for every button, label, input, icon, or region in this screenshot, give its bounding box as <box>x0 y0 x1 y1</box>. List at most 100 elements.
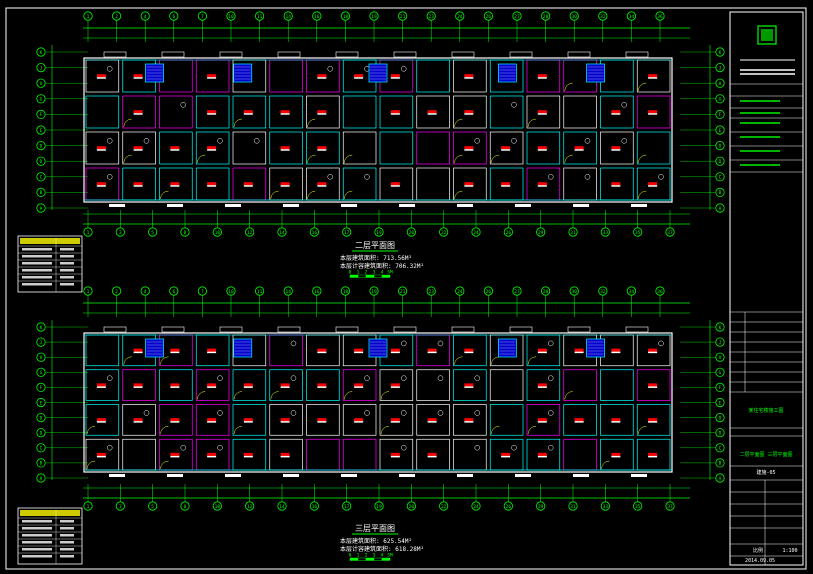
axis-label-row: C <box>719 446 722 452</box>
axis-bubble-bottom <box>374 227 384 237</box>
axis-bubble-row <box>36 397 46 408</box>
axis-label-row: H <box>719 355 722 361</box>
axis-label-top: 19 <box>371 289 377 295</box>
room-tag <box>96 418 106 422</box>
room-tag <box>648 348 658 352</box>
room <box>85 369 120 401</box>
legend-table-top <box>17 235 83 293</box>
room-tag <box>537 418 547 422</box>
room-tag <box>133 418 143 422</box>
axis-bubble-row <box>715 62 725 73</box>
axis-bubble-top <box>598 11 608 21</box>
room <box>306 438 340 471</box>
axis-bubble-top <box>312 11 322 21</box>
room <box>122 369 156 401</box>
room <box>563 95 597 129</box>
axis-label-top: 23 <box>428 289 434 295</box>
title-block-date: 2014.09.05 <box>745 558 775 564</box>
scale-label: 4 <box>381 553 384 559</box>
room-tag <box>96 383 106 387</box>
room <box>269 131 303 165</box>
axis-label-top: 24 <box>457 14 463 20</box>
axis-bubble-bottom <box>471 501 481 511</box>
room <box>269 334 303 367</box>
door-swing <box>527 118 537 128</box>
axis-label-top: 18 <box>343 289 349 295</box>
window-sill <box>457 474 473 477</box>
axis-bubble-bottom <box>568 227 578 237</box>
room-tag <box>96 182 106 186</box>
axis-label-row: K <box>40 50 43 56</box>
window-sill <box>573 204 589 207</box>
room-tag <box>317 110 327 114</box>
fixture <box>180 444 186 451</box>
axis-bubble-bottom <box>212 501 222 511</box>
room <box>636 369 671 401</box>
scale-segment <box>381 557 391 561</box>
fixture <box>547 174 554 180</box>
fixture <box>290 340 297 347</box>
fixture <box>106 375 113 381</box>
room <box>269 369 303 401</box>
building-outline <box>83 57 673 203</box>
fixture <box>253 138 260 144</box>
room <box>379 404 414 436</box>
room <box>342 167 377 201</box>
axis-label-top: 28 <box>543 14 549 20</box>
axis-label-row: F <box>719 385 722 391</box>
room-tag <box>464 182 474 186</box>
room <box>195 404 230 436</box>
door-swing <box>344 190 353 200</box>
window-sill <box>631 204 647 207</box>
plan-bottom-area-1: 本层建筑面积: 625.54M² <box>340 537 412 545</box>
fixture <box>400 340 407 347</box>
axis-bubble-row <box>36 367 46 377</box>
axis-bubble-bottom <box>148 227 158 237</box>
axis-bubble-bottom <box>374 501 384 511</box>
room-tag <box>574 418 584 422</box>
axis-label-bottom: 35 <box>635 230 641 236</box>
axis-label-row: A <box>40 476 43 482</box>
fixture <box>400 410 407 416</box>
axis-bubble-top <box>255 11 265 21</box>
axis-bubble-bottom <box>471 227 481 237</box>
room-tag <box>464 110 474 114</box>
axis-label-bottom: 17 <box>344 230 350 236</box>
axis-bubble-row <box>36 382 46 392</box>
axis-label-row: J <box>719 65 722 71</box>
window-sill <box>109 474 125 477</box>
balcony <box>161 326 185 333</box>
room-tag <box>648 452 658 456</box>
room <box>85 334 120 367</box>
axis-bubble-top <box>226 286 236 296</box>
fixture <box>217 375 223 381</box>
axis-label-row: H <box>40 81 43 87</box>
scale-label: 1 <box>357 553 360 559</box>
axis-label-top: 2 <box>115 14 118 20</box>
room <box>600 404 634 436</box>
plan-bottom-area-2: 本层计容建筑面积: 618.28M² <box>340 545 424 553</box>
axis-bubble-top <box>655 11 665 21</box>
fixture <box>437 410 444 416</box>
axis-label-row: D <box>40 159 43 165</box>
axis-bubble-top <box>455 11 465 21</box>
sheet-frame <box>5 7 807 570</box>
fixture <box>474 410 480 416</box>
axis-bubble-top <box>140 286 150 296</box>
balcony <box>509 326 533 333</box>
axis-label-bottom: 19 <box>376 230 382 236</box>
axis-bubble-top <box>426 286 436 296</box>
axis-label-row: B <box>40 461 43 467</box>
axis-label-top: 11 <box>257 14 263 20</box>
axis-bubble-top <box>169 286 179 296</box>
axis-bubble-bottom <box>115 501 125 511</box>
axis-bubble-row <box>36 156 46 166</box>
room <box>416 131 450 165</box>
axis-label-bottom: 22 <box>441 504 447 510</box>
axis-bubble-top <box>140 11 150 21</box>
door-swing <box>233 426 243 435</box>
door-swing <box>380 391 390 400</box>
room-tag <box>611 110 621 114</box>
room-tag <box>501 182 511 186</box>
